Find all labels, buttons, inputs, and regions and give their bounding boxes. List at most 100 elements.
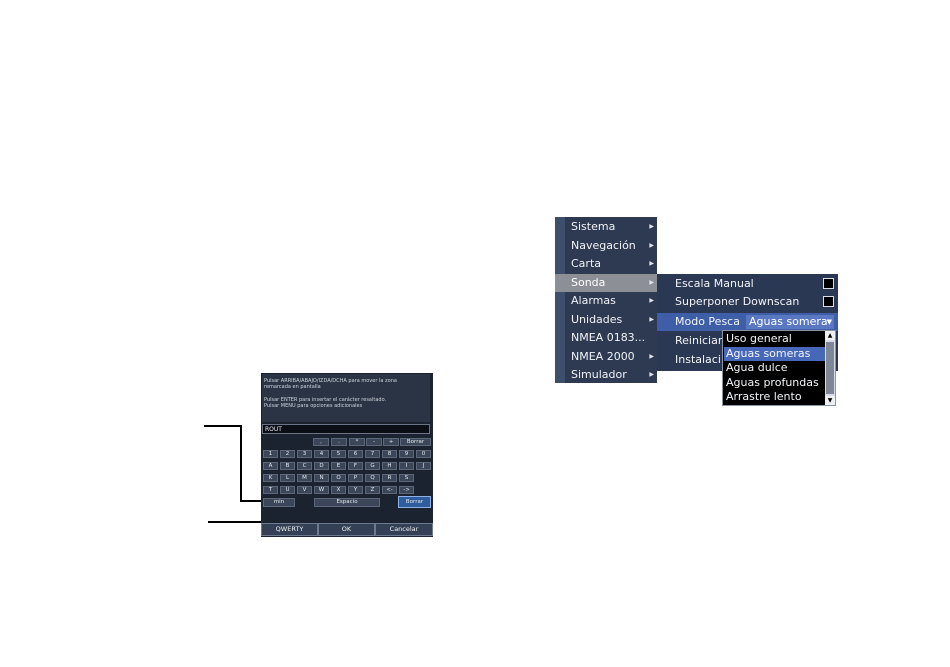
key-z[interactable]: Z	[365, 486, 380, 494]
key-f[interactable]: F	[348, 462, 363, 470]
submenu-item-instalacion[interactable]: Instalaci	[657, 351, 838, 369]
key-plus[interactable]: +	[383, 438, 399, 446]
menu-item-label: Carta	[571, 257, 601, 270]
key-5[interactable]: 5	[331, 450, 346, 458]
option-aguas-someras[interactable]: Aguas someras	[724, 346, 825, 361]
instruction-panel	[262, 374, 430, 422]
callout-line-softkeys	[208, 521, 262, 523]
ok-softkey[interactable]: OK	[318, 523, 375, 536]
key-6[interactable]: 6	[348, 450, 363, 458]
submenu-item-label: Reiniciar	[675, 334, 723, 347]
chevron-right-icon: ▶	[649, 315, 654, 323]
dropdown-scrollbar[interactable]: ▲ ▼	[825, 331, 835, 405]
key-borrar[interactable]: Borrar	[398, 496, 431, 508]
submenu-item-modo-pesca[interactable]: Modo Pesca Aguas somera▼	[657, 313, 838, 331]
key-p[interactable]: P	[348, 474, 363, 482]
qwerty-softkey[interactable]: QWERTY	[261, 523, 318, 536]
chevron-right-icon: ▶	[649, 278, 654, 286]
chevron-right-icon: ▶	[649, 260, 654, 267]
option-uso-general[interactable]: Uso general	[726, 332, 792, 345]
option-aguas-profundas[interactable]: Aguas profundas	[726, 375, 819, 389]
key-2[interactable]: 2	[280, 450, 295, 458]
key-u[interactable]: U	[280, 486, 295, 494]
key-cursor-left[interactable]: <-	[382, 486, 397, 494]
submenu-item-label: Instalaci	[675, 353, 721, 366]
key-y[interactable]: Y	[348, 486, 363, 494]
menu-item-simulador[interactable]: Simulador▶	[555, 366, 657, 385]
key-c[interactable]: C	[297, 462, 312, 470]
key-min[interactable]: min	[263, 498, 295, 507]
menu-item-label: Sistema	[571, 220, 616, 233]
scroll-up-icon[interactable]: ▲	[825, 331, 835, 340]
key-m[interactable]: M	[297, 474, 312, 482]
chevron-right-icon: ▶	[649, 297, 654, 304]
chevron-down-icon: ▼	[826, 318, 832, 326]
menu-item-navegacion[interactable]: Navegación▶	[555, 237, 657, 256]
select-value: Aguas somera	[749, 315, 828, 328]
key-9[interactable]: 9	[399, 450, 414, 458]
key-1[interactable]: 1	[263, 450, 278, 458]
callout-line-keys	[204, 425, 241, 427]
key-w[interactable]: W	[314, 486, 329, 494]
key-d[interactable]: D	[314, 462, 329, 470]
menu-item-nmea-0183[interactable]: NMEA 0183...	[555, 329, 657, 348]
key-0[interactable]: 0	[416, 450, 431, 458]
key-period[interactable]: .	[331, 438, 347, 446]
menu-item-unidades[interactable]: Unidades▶	[555, 311, 657, 330]
key-i[interactable]: I	[399, 462, 414, 470]
submenu-item-reiniciar[interactable]: Reiniciar	[657, 332, 838, 350]
text-entry-field[interactable]: ROUT	[262, 424, 430, 434]
key-r[interactable]: R	[382, 474, 397, 482]
key-b[interactable]: B	[280, 462, 295, 470]
key-x[interactable]: X	[331, 486, 346, 494]
scroll-down-icon[interactable]: ▼	[825, 396, 835, 405]
menu-item-sistema[interactable]: Sistema ▶	[555, 218, 657, 237]
key-8[interactable]: 8	[382, 450, 397, 458]
key-a[interactable]: A	[263, 462, 278, 470]
key-k[interactable]: K	[263, 474, 278, 482]
menu-item-carta[interactable]: Carta ▶	[555, 255, 657, 274]
key-cursor-right[interactable]: ->	[399, 486, 414, 494]
checkbox[interactable]	[823, 278, 834, 289]
cancel-softkey[interactable]: Cancelar	[375, 523, 433, 536]
key-v[interactable]: V	[297, 486, 312, 494]
key-e[interactable]: E	[331, 462, 346, 470]
chevron-right-icon: ▶	[649, 223, 654, 230]
menu-item-sonda[interactable]: Sonda ▶	[555, 273, 657, 292]
key-h[interactable]: H	[382, 462, 397, 470]
key-o[interactable]: O	[331, 474, 346, 482]
key-7[interactable]: 7	[365, 450, 380, 458]
key-borrar-top[interactable]: Borrar	[400, 438, 431, 446]
key-space[interactable]: Espacio	[314, 498, 380, 507]
key-q[interactable]: Q	[365, 474, 380, 482]
key-g[interactable]: G	[365, 462, 380, 470]
submenu-item-superponer-downscan[interactable]: Superponer Downscan	[657, 293, 838, 311]
menu-item-alarmas[interactable]: Alarmas ▶	[555, 292, 657, 311]
chevron-right-icon: ▶	[649, 241, 654, 249]
option-agua-dulce[interactable]: Agua dulce	[726, 361, 788, 374]
submenu-item-escala-manual[interactable]: Escala Manual	[657, 275, 838, 293]
main-menu: Sistema ▶ Navegación▶ Carta ▶ Sonda ▶ Alarm…	[555, 217, 657, 383]
key-n[interactable]: N	[314, 474, 329, 482]
key-s[interactable]: S	[399, 474, 414, 482]
chevron-right-icon: ▶	[649, 352, 654, 360]
submenu-item-label: Modo Pesca	[675, 315, 740, 328]
key-l[interactable]: L	[280, 474, 295, 482]
key-minus[interactable]: -	[366, 438, 382, 446]
menu-item-label: Alarmas	[571, 294, 616, 307]
menu-item-nmea-2000[interactable]: NMEA 2000▶	[555, 348, 657, 367]
key-comma[interactable]: ,	[313, 438, 329, 446]
checkbox[interactable]	[823, 296, 834, 307]
instruction-text: Pulsar ARRIBA/ABAJO/IZDA/DCHA para mover…	[264, 378, 397, 409]
key-t[interactable]: T	[263, 486, 278, 494]
fishing-mode-dropdown: Uso general Aguas someras Agua dulce Agu…	[722, 330, 836, 406]
key-4[interactable]: 4	[314, 450, 329, 458]
key-j[interactable]: J	[416, 462, 431, 470]
key-3[interactable]: 3	[297, 450, 312, 458]
fishing-mode-select[interactable]: Aguas somera▼	[746, 315, 834, 329]
scrollbar-thumb[interactable]	[826, 342, 834, 394]
menu-item-label: Sonda	[571, 275, 606, 289]
menu-item-label: NMEA 0183...	[571, 331, 646, 344]
key-asterisk[interactable]: *	[349, 438, 365, 446]
option-arrastre-lento[interactable]: Arrastre lento	[726, 390, 802, 403]
